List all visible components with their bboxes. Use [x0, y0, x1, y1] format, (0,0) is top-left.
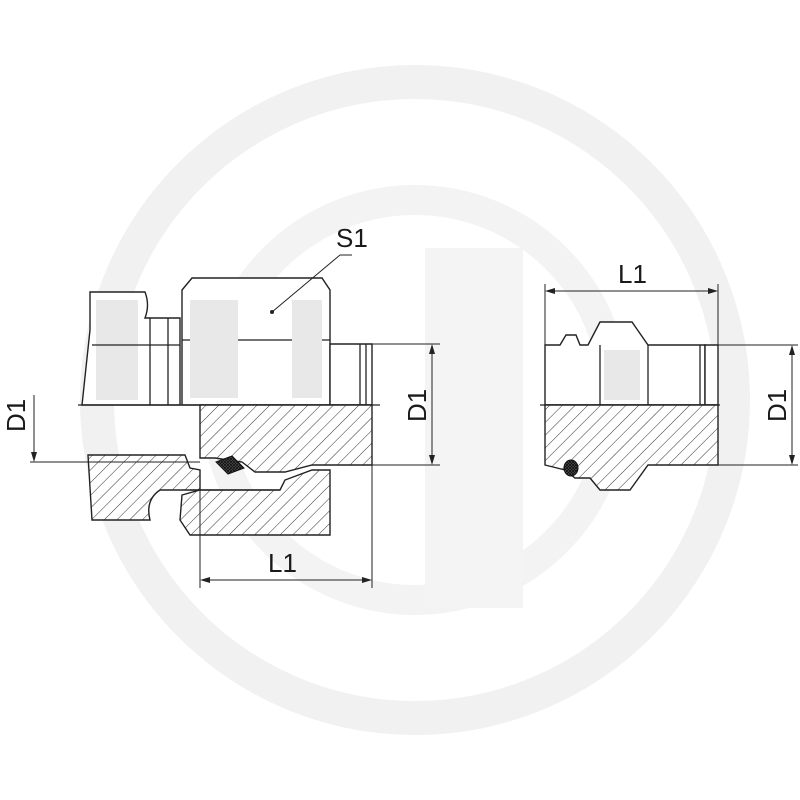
dimension-d1-left: D1: [1, 395, 200, 463]
l1-left-label: L1: [268, 548, 297, 578]
left-fitting-assembly: [78, 277, 380, 536]
o-ring-left: [215, 455, 245, 475]
d1-right-label: D1: [762, 389, 792, 422]
o-ring-right: [563, 459, 579, 477]
l1-right-label: L1: [618, 259, 647, 289]
dimension-l1-left: L1: [199, 465, 373, 588]
nut-section: [179, 469, 331, 536]
d1-mid-label: D1: [402, 389, 432, 422]
watermark-logo: [80, 65, 750, 735]
s1-leader: S1: [270, 223, 368, 314]
right-fitting-part: [540, 321, 720, 491]
s1-label: S1: [336, 223, 368, 253]
dimension-d1-right: D1: [718, 344, 798, 466]
d1-left-label: D1: [1, 399, 31, 432]
left-body-section: [87, 454, 201, 521]
right-part-section: [544, 404, 719, 491]
dimension-d1-mid: D1: [372, 343, 440, 466]
stub-section: [199, 404, 373, 473]
dimension-l1-right: L1: [544, 259, 719, 345]
